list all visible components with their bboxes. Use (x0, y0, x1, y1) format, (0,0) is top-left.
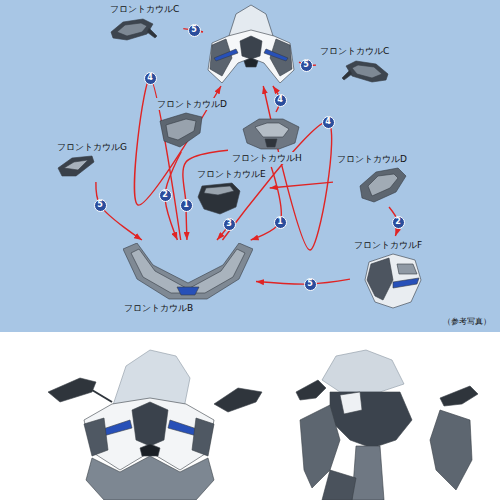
part-picture (196, 181, 242, 215)
assembly-arrow (256, 279, 350, 284)
diagram-ground (0, 0, 500, 332)
step-number: 3 (223, 218, 236, 231)
part-label: フロントカウルD (156, 98, 228, 110)
rear-view-photo (296, 350, 478, 500)
step-number: 4 (322, 116, 335, 129)
photo-note: （参考写真） (442, 316, 492, 327)
part-label: フロントカウルF (353, 239, 423, 251)
part-label: フロントカウルD (336, 153, 408, 165)
part-node: フロントカウルD (155, 97, 229, 150)
part-node: フロントカウルF (352, 238, 424, 311)
part-picture (109, 16, 159, 44)
part-picture (363, 252, 423, 310)
part-node (205, 2, 297, 84)
part-node: フロントカウルC (108, 2, 181, 45)
assembly-arrow (270, 182, 333, 188)
part-label: フロントカウルC (319, 45, 390, 57)
step-number: 5 (94, 199, 107, 212)
part-node: フロントカウルE (195, 167, 268, 216)
part-picture (156, 111, 206, 149)
part-label: フロントカウルG (56, 141, 128, 153)
part-label: フロントカウルB (123, 302, 194, 314)
part-node: フロントカウルH (230, 114, 304, 165)
part-picture (239, 115, 303, 151)
part-label: フロントカウルE (196, 168, 267, 180)
part-picture (56, 154, 96, 179)
step-number: 2 (392, 216, 405, 229)
part-node: フロントカウルC (318, 44, 391, 87)
part-label: フロントカウルH (231, 152, 303, 164)
step-number: 2 (159, 189, 172, 202)
part-picture (123, 243, 253, 301)
step-number: 1 (180, 199, 193, 212)
step-number: 5 (188, 24, 201, 37)
part-picture (338, 58, 390, 86)
part-label: フロントカウルC (109, 3, 180, 15)
step-number: 4 (144, 72, 157, 85)
part-node: フロントカウルB (122, 242, 254, 315)
front-view-photo (48, 350, 262, 500)
part-picture (358, 166, 408, 204)
photo-ground (0, 332, 500, 500)
step-number: 5 (304, 278, 317, 291)
step-number: 1 (274, 216, 287, 229)
step-number: 5 (300, 59, 313, 72)
step-number: 4 (274, 94, 287, 107)
part-picture (206, 3, 296, 83)
part-node: フロントカウルG (55, 140, 129, 180)
part-node: フロントカウルD (335, 152, 409, 205)
